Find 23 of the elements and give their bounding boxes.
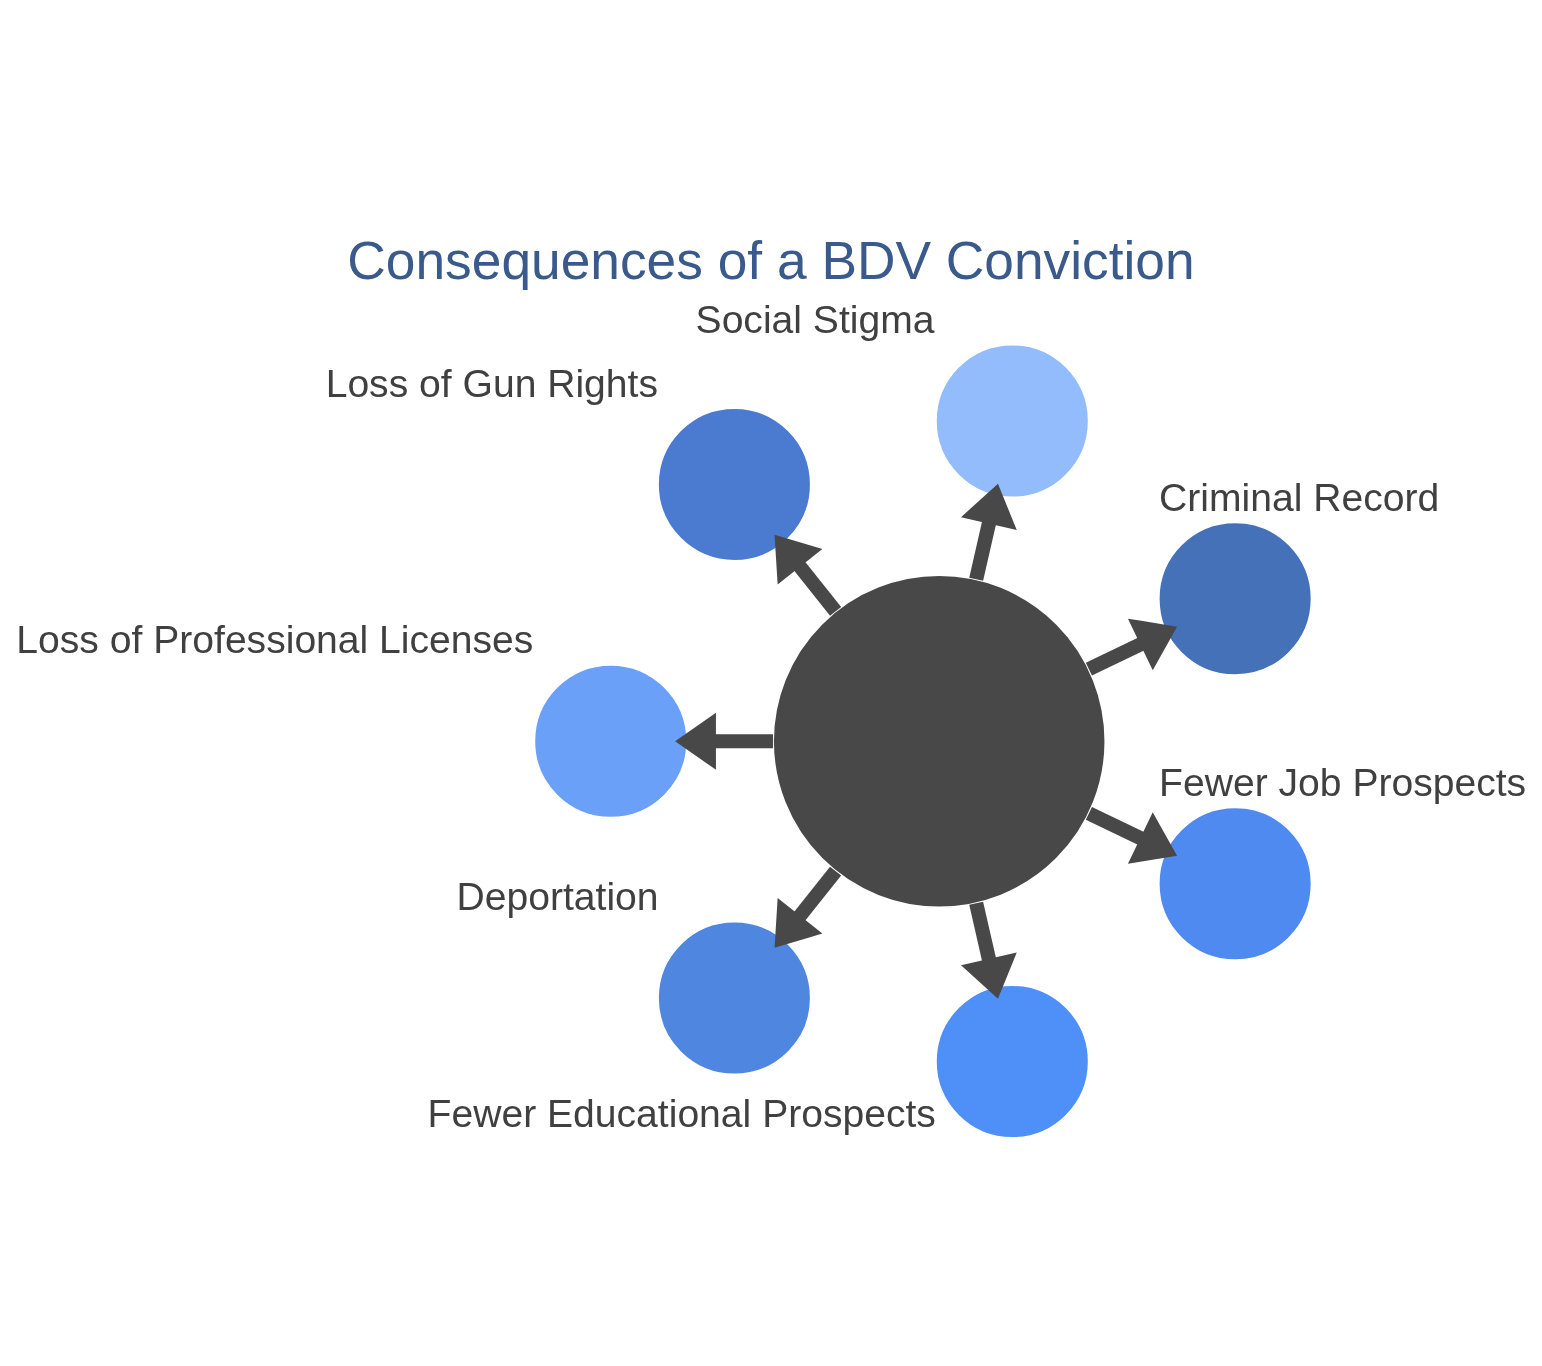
node-label: Fewer Educational Prospects bbox=[427, 1091, 936, 1135]
node-circle bbox=[657, 920, 812, 1075]
arrow bbox=[675, 712, 774, 770]
diagram-title: Consequences of a BDV Conviction bbox=[347, 230, 1195, 290]
arrow bbox=[774, 866, 842, 948]
arrow bbox=[961, 901, 1017, 999]
node-circle bbox=[772, 573, 1107, 908]
arrow bbox=[961, 483, 1017, 581]
node-label: Loss of Professional Licenses bbox=[16, 617, 534, 661]
node-label: Fewer Job Prospects bbox=[1159, 760, 1527, 804]
node-circle bbox=[1157, 805, 1313, 961]
node-circle bbox=[935, 983, 1090, 1139]
arrow bbox=[1085, 618, 1178, 676]
node-circle bbox=[533, 663, 689, 819]
node-circle bbox=[935, 343, 1090, 498]
arrow bbox=[774, 534, 842, 616]
arrow bbox=[1085, 806, 1178, 864]
node-circle bbox=[1157, 520, 1313, 676]
node-label: Social Stigma bbox=[695, 297, 935, 341]
node-label: Criminal Record bbox=[1159, 475, 1440, 519]
node-label: Deportation bbox=[456, 874, 659, 918]
node-label: Loss of Gun Rights bbox=[325, 361, 658, 405]
node-circle bbox=[657, 406, 812, 562]
